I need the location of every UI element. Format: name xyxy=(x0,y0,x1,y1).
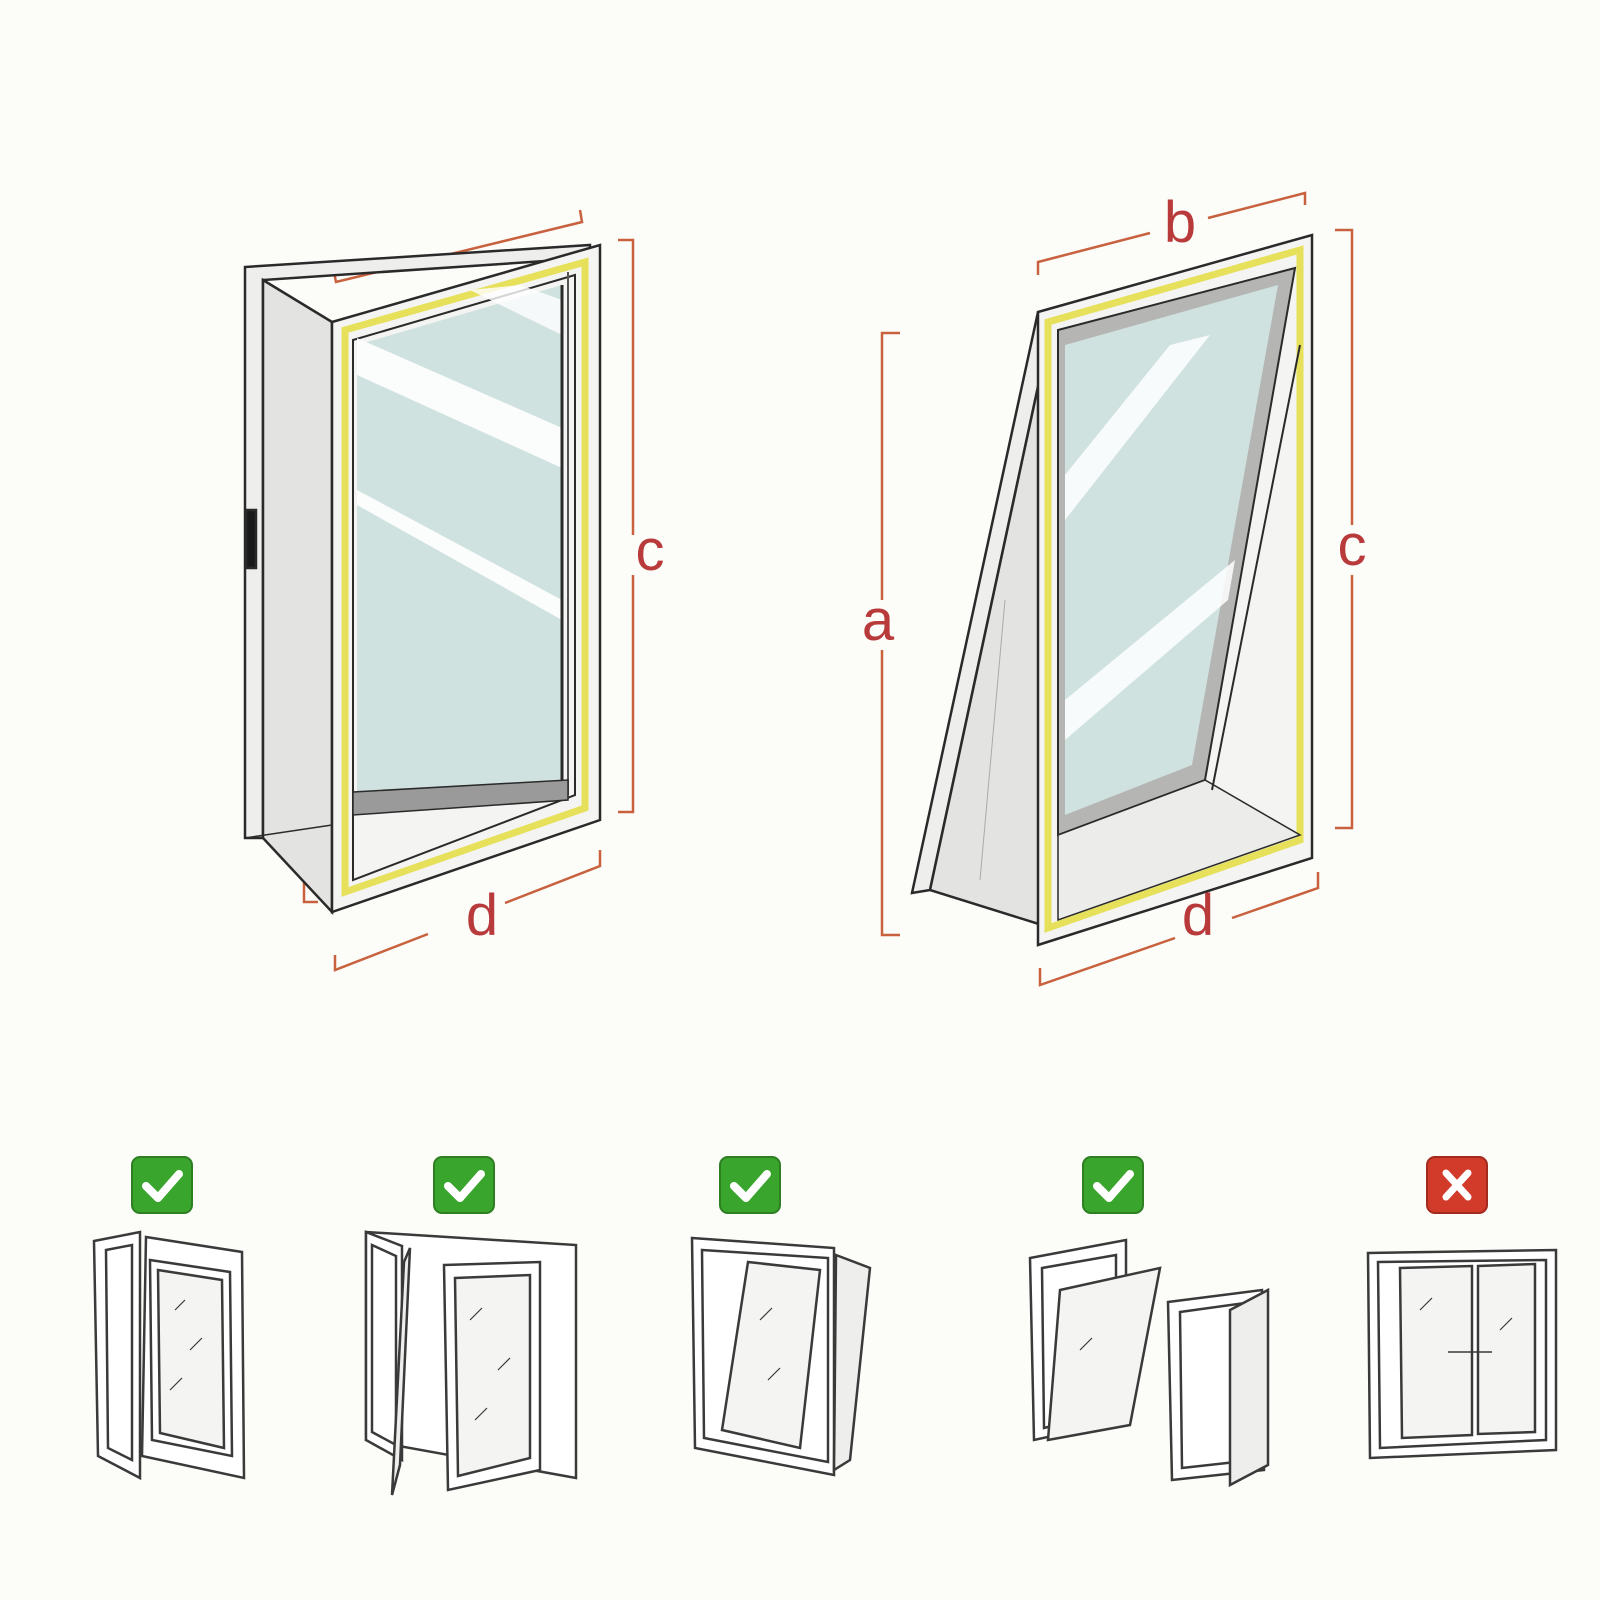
window-type-top-hung-and-side-hung xyxy=(1028,1238,1270,1488)
window-type-icons xyxy=(92,1230,1558,1496)
left-window-diagram: c d xyxy=(243,209,665,972)
right-window-frame xyxy=(1036,233,1314,947)
window-type-casement-double-open xyxy=(364,1230,578,1496)
window-type-tilt-in xyxy=(690,1236,872,1477)
check-icon xyxy=(131,1156,193,1214)
left-window-sash xyxy=(330,243,602,914)
compatibility-badges xyxy=(131,1156,1488,1214)
window-type-sliding xyxy=(1366,1248,1558,1460)
check-icon xyxy=(1082,1156,1144,1214)
right-dimension-lines xyxy=(880,191,1354,987)
right-label-a: a xyxy=(862,588,895,653)
right-label-d: d xyxy=(1182,883,1214,948)
left-label-c: c xyxy=(636,518,665,583)
check-icon xyxy=(433,1156,495,1214)
check-icon xyxy=(719,1156,781,1214)
right-label-b: b xyxy=(1164,190,1196,255)
handle xyxy=(244,508,258,570)
right-window-diagram: a b c d xyxy=(862,190,1367,987)
left-label-d: d xyxy=(466,883,498,948)
cross-icon xyxy=(1426,1156,1488,1214)
right-label-c: c xyxy=(1338,513,1367,578)
left-window-frame xyxy=(243,243,592,916)
window-type-casement-side-hung xyxy=(92,1230,246,1481)
